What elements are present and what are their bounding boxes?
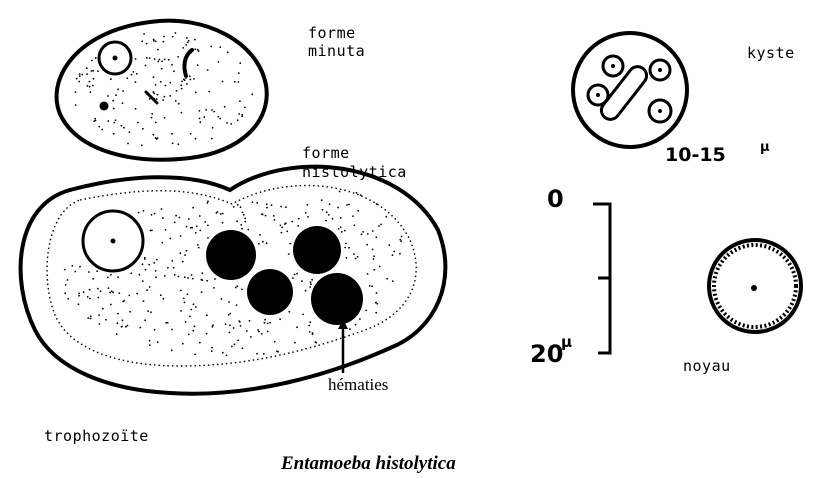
hematie-2	[293, 226, 341, 274]
figure-title: Entamoeba histolytica	[280, 453, 456, 474]
kyste-nucleus-2-karyosome	[658, 68, 662, 72]
label-scale-zero: 0	[547, 185, 564, 213]
label-kyste-size-unit: µ	[760, 140, 770, 155]
noyau	[709, 240, 801, 332]
forme-histolytica-cell	[21, 167, 446, 394]
label-forme-minuta-2: minuta	[308, 42, 365, 60]
kyste-nucleus-1-karyosome	[611, 64, 615, 68]
hematie-3	[247, 269, 293, 315]
kyste-nucleus-4-karyosome	[658, 109, 662, 113]
label-kyste: kyste	[747, 44, 795, 62]
hematie-4	[311, 273, 363, 325]
label-scale-twenty: 20	[530, 340, 563, 368]
minuta-inclusion-rod	[146, 92, 157, 103]
label-forme-minuta-1: forme	[308, 24, 356, 42]
kyste-cell	[573, 33, 687, 147]
minuta-inclusion-dot	[100, 102, 109, 111]
label-scale-twenty-unit: µ	[561, 333, 572, 351]
minuta-membrane	[57, 21, 267, 160]
histolytica-nucleus-karyosome	[111, 239, 116, 244]
label-trophozoite: trophozoïte	[44, 427, 149, 445]
minuta-nucleus-karyosome	[113, 56, 118, 61]
hematie-1	[206, 230, 256, 280]
label-kyste-size: 10-15	[665, 144, 726, 166]
scale-bar	[593, 204, 610, 353]
histolytica-membrane	[21, 167, 446, 394]
label-forme-histolytica-2: histolytica	[302, 163, 407, 181]
noyau-karyosome	[751, 285, 757, 291]
label-noyau: noyau	[683, 357, 731, 375]
kyste-nucleus-3-karyosome	[596, 93, 600, 97]
label-forme-histolytica-1: forme	[302, 144, 350, 162]
forme-minuta-cell	[57, 21, 267, 160]
label-hematies: hématies	[328, 375, 388, 394]
minuta-inclusion-curved	[184, 50, 192, 76]
